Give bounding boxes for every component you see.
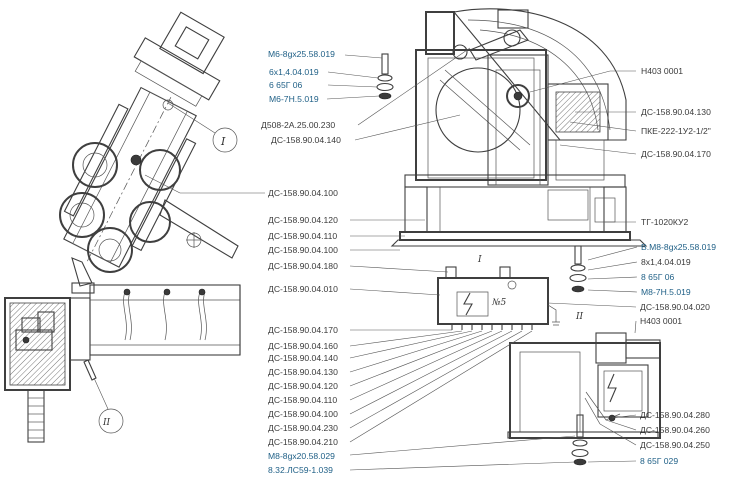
label-ds-250: ДС-158.90.04.250 [640, 440, 710, 450]
left-mechanism-view: I [59, 11, 239, 294]
label-ds-180-mid: ДС-158.90.04.180 [268, 261, 338, 271]
label-m8-bolt-20: М8-8gх20.58.029 [268, 451, 335, 461]
fastener-stack-middle [569, 245, 587, 293]
leader-lines [144, 47, 638, 471]
label-ds-020: ДС-158.90.04.020 [640, 302, 710, 312]
label-washer-8-32: 8.32.ЛС59-1.039 [268, 465, 333, 475]
label-ds-260: ДС-158.90.04.260 [640, 425, 710, 435]
label-ds-130-bottom: ДС-158.90.04.130 [268, 367, 338, 377]
box-number: №5 [491, 298, 507, 308]
label-ds-140-top: ДС-158.90.04.140 [271, 135, 341, 145]
terminal-box: I №5 [437, 255, 560, 330]
view-mark-II-left: II [102, 418, 111, 428]
label-n403-bottom: Н403 0001 [640, 316, 683, 326]
label-ds-170-bottom: ДС-158.90.04.170 [268, 325, 338, 335]
label-m6-nut: М6-7Н.5.019 [269, 94, 319, 104]
label-washer-6-65g: 6 65Г 06 [269, 80, 303, 90]
label-ds-100-left: ДС-158.90.04.100 [268, 188, 338, 198]
label-ds-280: ДС-158.90.04.280 [640, 410, 710, 420]
view-mark-I-left: I [220, 135, 226, 148]
label-washer-8x1-4: 8х1,4.04.019 [641, 257, 691, 267]
label-ds-120-bottom: ДС-158.90.04.120 [268, 381, 338, 391]
label-ds-100-mid: ДС-158.90.04.100 [268, 245, 338, 255]
label-tg1020: ТГ-1020КУ2 [641, 217, 689, 227]
label-ds-130-top: ДС-158.90.04.130 [641, 107, 711, 117]
left-bottom-assembly: II [4, 284, 241, 443]
bottom-right-view: II [507, 312, 661, 466]
label-ds-120-mid: ДС-158.90.04.120 [268, 215, 338, 225]
label-m6-bolt: М6-8gх25.58.019 [268, 49, 335, 59]
label-ds-100-bottom: ДС-158.90.04.100 [268, 409, 338, 419]
label-washer-8-65g: 8 65Г 06 [641, 272, 675, 282]
fastener-stack-upper [376, 53, 394, 100]
label-ds-230-bottom: ДС-158.90.04.230 [268, 423, 338, 433]
label-washer-6x1-4: 6х1,4.04.019 [269, 67, 319, 77]
label-vm8-bolt: В.М8-8gх25.58.019 [641, 242, 717, 252]
label-ds-010-mid: ДС-158.90.04.010 [268, 284, 338, 294]
label-ds-110-bottom: ДС-158.90.04.110 [268, 395, 338, 405]
view-mark-I-mid: I [477, 255, 482, 265]
label-d508: Д508-2А.25.00.230 [261, 120, 336, 130]
label-ds-140-bottom: ДС-158.90.04.140 [268, 353, 338, 363]
label-ds-170-top: ДС-158.90.04.170 [641, 149, 711, 159]
label-m8-nut: М8-7Н.5.019 [641, 287, 691, 297]
label-ds-210-bottom: ДС-158.90.04.210 [268, 437, 338, 447]
label-washer-8-65g-029: 8 65Г 029 [640, 456, 679, 466]
label-ds-160-bottom: ДС-158.90.04.160 [268, 341, 338, 351]
label-n403-top: Н403 0001 [641, 66, 684, 76]
view-mark-II-mid: II [575, 312, 584, 322]
label-ds-110-mid: ДС-158.90.04.110 [268, 231, 338, 241]
label-pke: ПКЕ-222-1У2-1/2" [641, 126, 711, 136]
